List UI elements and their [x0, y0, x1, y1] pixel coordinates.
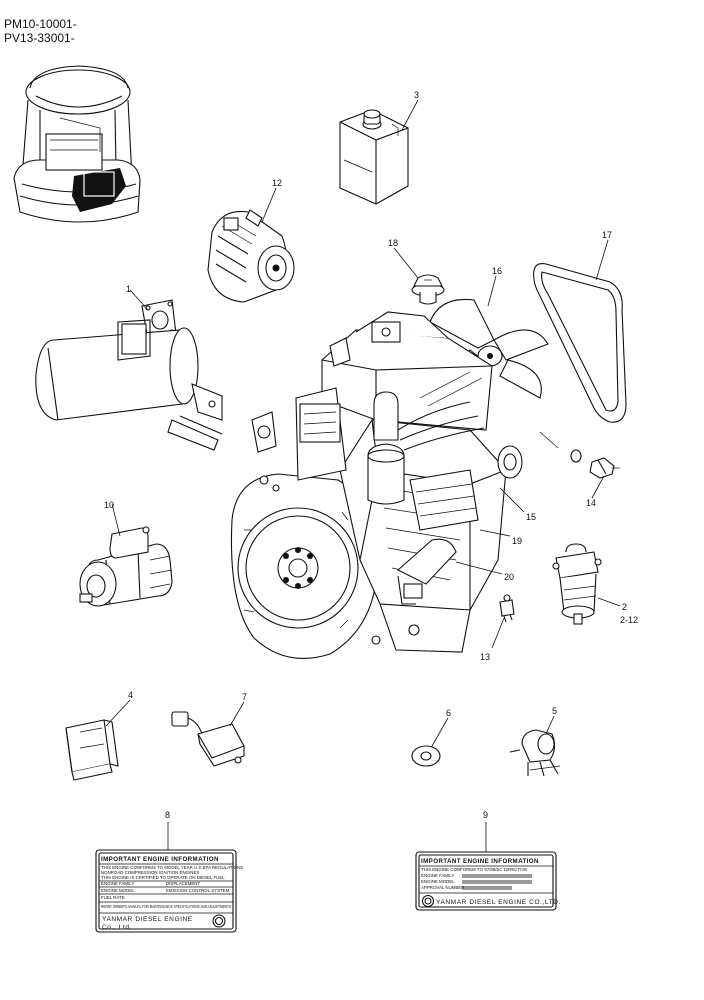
- part-10-starter-motor: [79, 526, 173, 607]
- part-8-epa-information-plate: [95, 849, 237, 933]
- part-2-fuel-filter: [552, 543, 602, 625]
- callout-15: 15: [526, 512, 536, 522]
- plate-8-line-1: THIS ENGINE CONFORMS TO MODEL YEAR U.S.E…: [101, 865, 243, 870]
- plate-9-approval-number: APPROVAL NUMBER: [421, 885, 464, 890]
- plate-9-engine-model: ENGINE MODEL: [421, 879, 455, 884]
- part-14-temperature-sender: [570, 449, 620, 479]
- part-7-controller: [171, 711, 245, 767]
- callout-4: 4: [128, 690, 133, 700]
- plate-8-maker-2: Co., Ltd.: [102, 924, 132, 931]
- callout-12: 12: [272, 178, 282, 188]
- part-3-reserve-tank: [339, 109, 409, 205]
- plate-8-title: IMPORTANT ENGINE INFORMATION: [101, 856, 219, 863]
- callout-2-12: 2-12: [620, 615, 638, 625]
- machine-locator-illustration: [13, 65, 141, 223]
- plate-9-maker: YANMAR DIESEL ENGINE CO.,LTD.: [436, 899, 561, 906]
- callout-16: 16: [492, 266, 502, 276]
- callout-6: 6: [446, 708, 451, 718]
- callout-2: 2: [622, 602, 627, 612]
- part-12-alternator: [207, 209, 295, 303]
- serial-number-range-2: PV13-33001-: [4, 31, 75, 45]
- callout-1: 1: [126, 284, 131, 294]
- callout-19: 19: [512, 536, 522, 546]
- plate-8-engine-family: ENGINE FAMILY: [101, 881, 134, 886]
- callout-7: 7: [242, 692, 247, 702]
- plate-8-maintenance-note: REFER OWNER'S MANUAL FOR MAINTENANCE SPE…: [101, 904, 231, 909]
- plate-8-line-3: THIS ENGINE IS CERTIFIED TO OPERATE ON D…: [101, 875, 225, 880]
- callout-14: 14: [586, 498, 596, 508]
- callout-8: 8: [165, 810, 170, 820]
- part-5-switch: [509, 729, 561, 777]
- callout-13: 13: [480, 652, 490, 662]
- part-6-washer: [411, 745, 441, 767]
- engine-assembly: [230, 311, 559, 659]
- part-18-thermostat: [411, 274, 445, 305]
- callout-18: 18: [388, 238, 398, 248]
- plate-9-title: IMPORTANT ENGINE INFORMATION: [421, 858, 539, 865]
- plate-8-emission-control: EMISSION CONTROL SYSTEM: [166, 888, 230, 893]
- plate-8-maker-1: YANMAR DIESEL ENGINE: [102, 916, 193, 923]
- callout-10: 10: [104, 500, 114, 510]
- part-13-sensor: [499, 594, 515, 623]
- plate-8-line-2: NONROAD COMPRESSION IGNITION ENGINES: [101, 870, 199, 875]
- callout-20: 20: [504, 572, 514, 582]
- plate-8-engine-model: ENGINE MODEL: [101, 888, 135, 893]
- serial-number-range-1: PM10-10001-: [4, 17, 77, 31]
- callout-9: 9: [483, 810, 488, 820]
- plate-8-fuel-rate: FUEL RATE: [101, 895, 125, 900]
- callout-5: 5: [552, 706, 557, 716]
- part-17-v-belt: [533, 263, 627, 423]
- plate-9-line-1: THIS ENGINE CONFORMS TO 97/68/EC DIRECTI…: [421, 867, 527, 872]
- plate-8-displacement: DISPLACEMENT: [166, 881, 200, 886]
- callout-3: 3: [414, 90, 419, 100]
- part-9-ec-information-plate: [415, 851, 557, 911]
- part-1-muffler-gasket: [35, 299, 223, 451]
- part-4-relay: [65, 719, 119, 781]
- plate-9-engine-family: ENGINE FAMILY: [421, 873, 454, 878]
- callout-17: 17: [602, 230, 612, 240]
